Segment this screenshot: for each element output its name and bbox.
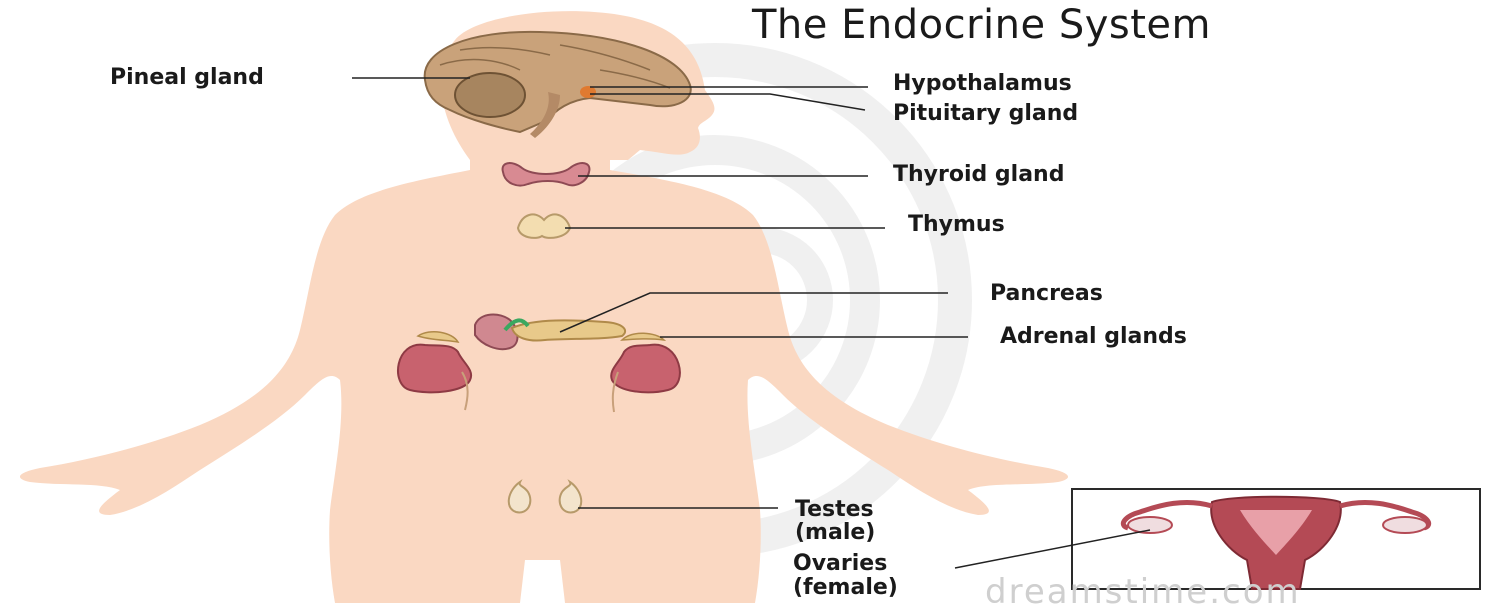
label-adrenal-glands: Adrenal glands — [1000, 323, 1187, 351]
label-hypothalamus: Hypothalamus — [893, 70, 1072, 98]
label-pancreas: Pancreas — [990, 280, 1103, 308]
pancreas — [512, 320, 625, 340]
label-ovaries-female: (female) — [793, 574, 898, 602]
watermark-text: dreamstime.com — [985, 572, 1301, 612]
label-pineal-gland: Pineal gland — [110, 64, 264, 92]
label-thyroid-gland: Thyroid gland — [893, 161, 1064, 189]
label-pituitary-gland: Pituitary gland — [893, 100, 1078, 128]
label-testes-male: (male) — [795, 519, 875, 547]
label-thymus: Thymus — [908, 211, 1005, 239]
diagram-title: The Endocrine System — [752, 2, 1211, 48]
